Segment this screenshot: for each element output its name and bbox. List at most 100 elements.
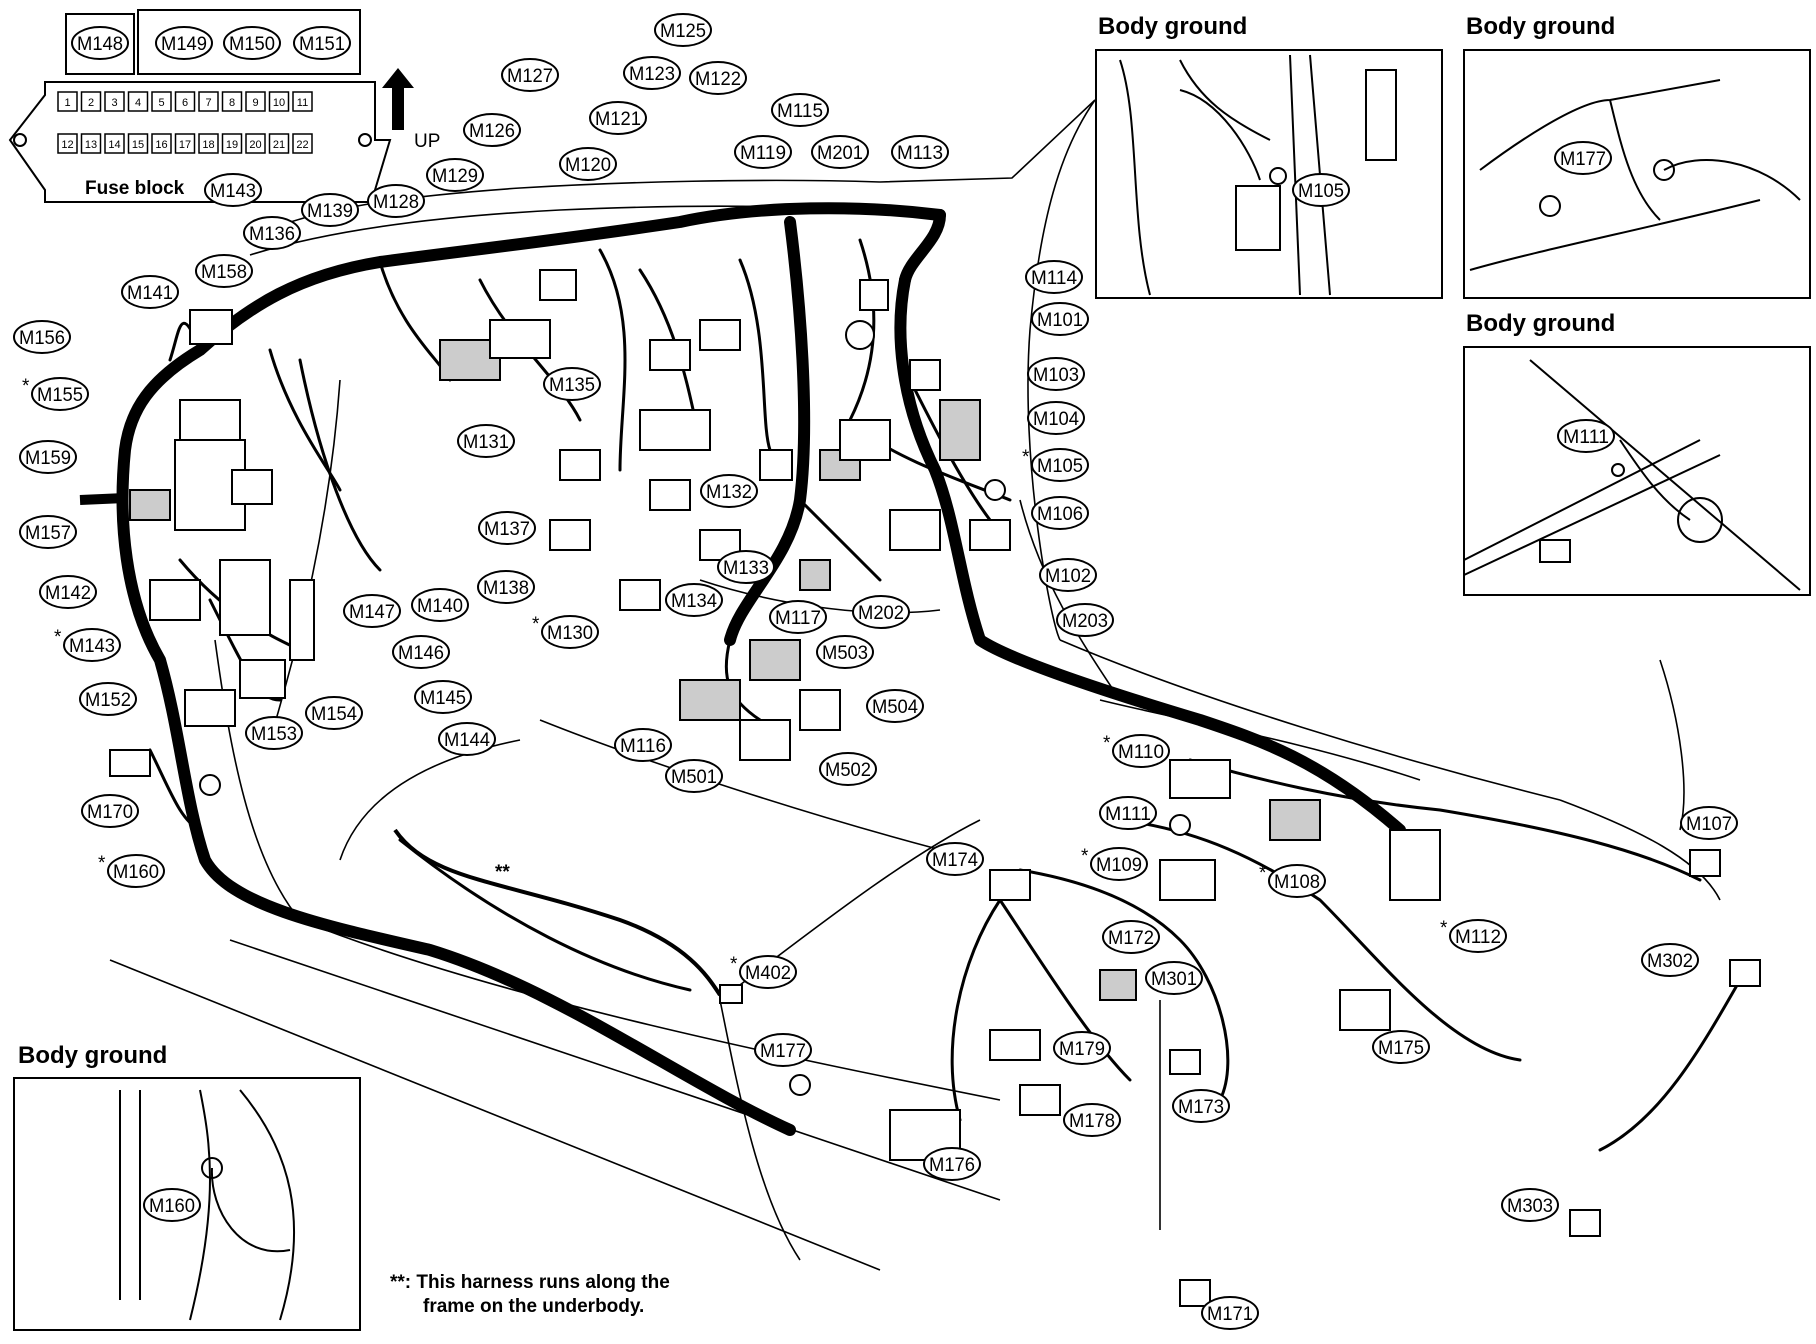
connector-label-text: M116 — [620, 736, 666, 757]
connector-label-m101: M101 — [1031, 302, 1089, 336]
connector-label-text: M101 — [1037, 310, 1083, 331]
connector-label-m172: M172 — [1102, 920, 1160, 954]
connector-label-bubble — [31, 377, 89, 411]
connector-label-text: M135 — [549, 375, 595, 396]
connector-label-text: M149 — [161, 34, 207, 55]
connector-label-m176: M176 — [923, 1147, 981, 1181]
connector-label-text: M132 — [706, 482, 752, 503]
connector-label-m158: M158 — [195, 254, 253, 288]
connector-label-text: M159 — [25, 448, 71, 469]
connector-label-text: M147 — [349, 602, 395, 623]
connector-label-text: M134 — [671, 591, 717, 612]
fuse-number: 6 — [182, 97, 188, 109]
connector-label-m139: M139 — [301, 193, 359, 227]
connector-label-m104: M104 — [1027, 401, 1085, 435]
connector-label-bubble — [1031, 302, 1089, 336]
connector-label-text: M176 — [929, 1155, 975, 1176]
connector-label-text: M148 — [77, 34, 123, 55]
connector-label-bubble — [559, 147, 617, 181]
connector-label-text: M113 — [897, 143, 943, 164]
connector-label-m133: M133 — [717, 550, 775, 584]
connector-label-m203: M203 — [1056, 603, 1114, 637]
fuse-number: 2 — [88, 97, 94, 109]
connector-label-text: M179 — [1059, 1039, 1105, 1060]
fuse-number: 19 — [226, 139, 238, 151]
connector-label-text: M142 — [45, 583, 91, 604]
connector-label-m112: M112 * — [1440, 918, 1507, 953]
fuse-cell — [127, 91, 149, 112]
fuse-number: 20 — [249, 139, 261, 151]
fuse-cell — [174, 133, 196, 154]
connector-label-text: M145 — [420, 688, 466, 709]
connector-label-text: M108 — [1274, 872, 1320, 893]
connector-label-m129: M129 — [426, 158, 484, 192]
connector-star-marker: * — [1440, 918, 1448, 939]
connector-label-bubble — [19, 440, 77, 474]
connector-label-bubble — [543, 367, 601, 401]
connector-label-m302: M302 — [1641, 943, 1699, 977]
connector-star-marker: * — [1081, 846, 1089, 867]
fuse-cell — [221, 133, 243, 154]
connector-label-text: M106 — [1037, 504, 1083, 525]
connector-label-text: M131 — [463, 432, 509, 453]
connector-label-text: M120 — [565, 155, 611, 176]
connector-star-marker: * — [1259, 863, 1267, 884]
connector-label-text: M144 — [444, 730, 490, 751]
connector-label-bubble — [717, 550, 775, 584]
connector-label-m123: M123 — [623, 56, 681, 90]
connector-label-m119: M119 — [734, 135, 792, 169]
connector-label-m155: M155* — [22, 376, 89, 411]
connector-label-text: M146 — [398, 643, 444, 664]
connector-label-text: M157 — [25, 523, 71, 544]
connector-label-m111: M111 — [1099, 796, 1157, 830]
connector-label-m145: M145 — [414, 680, 472, 714]
connector-label-text: M119 — [740, 143, 786, 164]
connector-label-m120: M120 — [559, 147, 617, 181]
connector-label-bubble — [477, 570, 535, 604]
main-harness — [116, 202, 1406, 1136]
connector-label-bubble — [1112, 734, 1170, 768]
inset-title-2: Body ground — [1466, 13, 1615, 40]
footnote-line-1: **: This harness runs along the — [390, 1272, 670, 1293]
connector-label-text: M203 — [1062, 611, 1108, 632]
connector-label-text: M154 — [311, 704, 357, 725]
connector-label-bubble — [478, 511, 536, 545]
connector-label-text: M126 — [469, 121, 515, 142]
fuse-number: 9 — [252, 97, 258, 109]
connector-star-marker: * — [532, 614, 540, 635]
connector-label-bubble — [1641, 943, 1699, 977]
connector-label-bubble — [204, 173, 262, 207]
connector-label-text: M128 — [373, 192, 419, 213]
connector-label-m177: M177 — [1554, 141, 1612, 175]
connector-label-bubble — [223, 26, 281, 60]
connector-label-m136: M136 — [243, 216, 301, 250]
connector-label-bubble — [463, 113, 521, 147]
fuse-cell — [292, 91, 313, 112]
fuse-cell — [292, 133, 313, 154]
connector-label-m504: M504 — [866, 689, 924, 723]
connector-label-text: M150 — [229, 34, 275, 55]
connector-label-m201: M201 — [811, 135, 869, 169]
fuse-cell — [268, 133, 290, 154]
connector-label-m113: M113 — [891, 135, 949, 169]
connector-label-bubble — [1501, 1188, 1559, 1222]
fuse-cell — [198, 133, 219, 154]
connector-label-text: M111 — [1563, 427, 1609, 448]
connector-label-text: M153 — [251, 724, 297, 745]
connector-label-bubble — [1372, 1030, 1430, 1064]
connector-label-text: M123 — [629, 64, 675, 85]
footnote-line-2: frame on the underbody. — [423, 1296, 644, 1317]
connector-label-text: M504 — [872, 697, 918, 718]
connector-label-m105: M105* — [1022, 447, 1089, 482]
connector-label-bubble — [243, 216, 301, 250]
connector-label-text: M112 — [1455, 927, 1501, 948]
connector-label-m115: M115 — [771, 93, 829, 127]
fuse-cell — [151, 91, 172, 112]
connector-label-bubble — [754, 1033, 812, 1067]
connector-label-text: M170 — [87, 802, 133, 823]
connector-label-bubble — [1027, 401, 1085, 435]
inset-body-ground-m111 — [1463, 346, 1811, 596]
connector-label-bubble — [1027, 357, 1085, 391]
connector-label-bubble — [665, 759, 723, 793]
